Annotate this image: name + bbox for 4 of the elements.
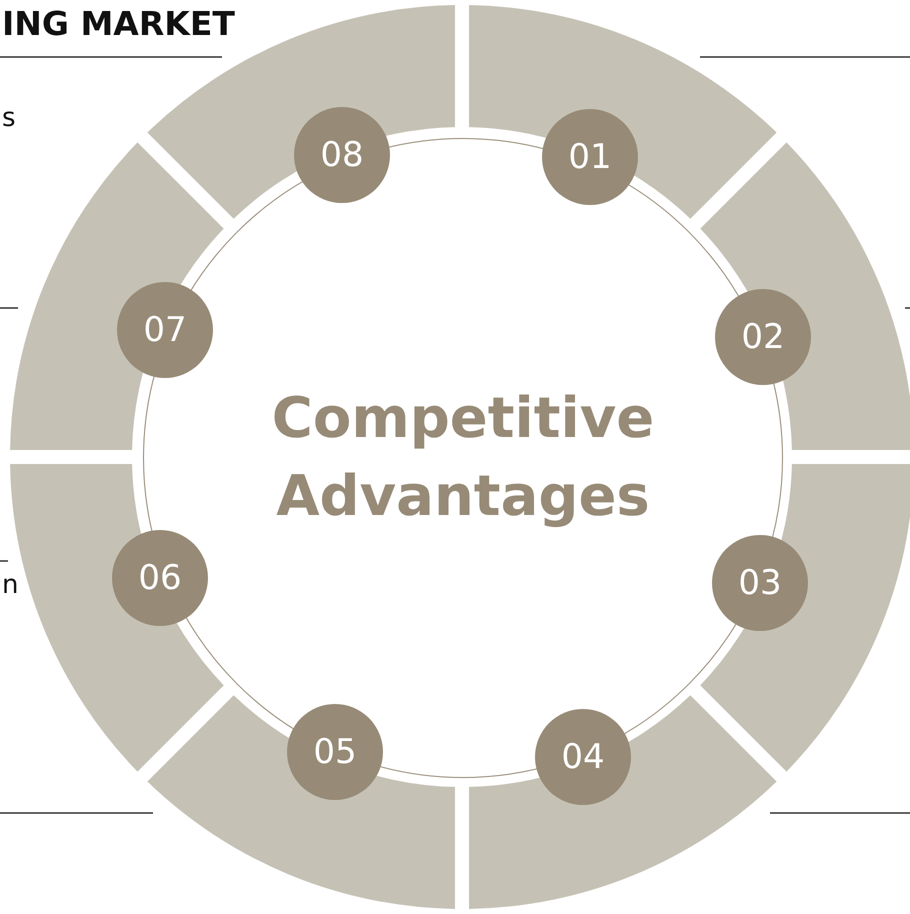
cut-off-text: n [2, 570, 18, 600]
heading: ING MARKET [2, 4, 235, 43]
center-title: Competitive Advantages [270, 384, 656, 531]
cut-off-text: s [2, 103, 16, 133]
